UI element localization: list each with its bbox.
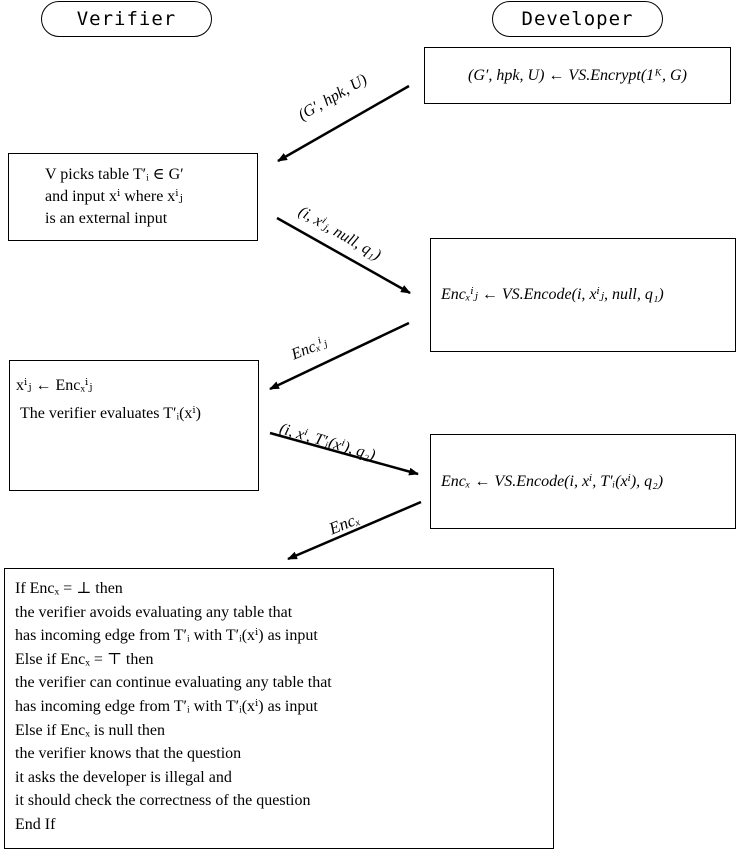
decision-line-7: Else if Encₓ is null then — [15, 721, 165, 739]
encrypt-formula: (G′, hpk, U) ← VS.Encrypt(1ᴷ, G) — [468, 66, 687, 84]
arrow-encode2-to-decision — [287, 500, 422, 561]
decision-line-2: the verifier avoids evaluating any table… — [15, 603, 293, 621]
developer-role-label: Developer — [492, 1, 663, 37]
pick-table-line-1: V picks table T′ᵢ ∈ G′ — [45, 166, 184, 183]
decision-line-6: has incoming edge from T′ᵢ with T′ᵢ(xⁱ) … — [15, 697, 318, 715]
arrow-pick-to-encode1 — [276, 216, 411, 295]
decision-line-1: If Encₓ = ⊥ then — [15, 580, 123, 597]
encode1-box: Encₓⁱⱼ ← VS.Encode(i, xⁱⱼ, null, q₁) — [430, 238, 736, 352]
arrow-encode1-to-evaluate — [269, 321, 410, 391]
evaluate-box: xⁱⱼ ← Encₓⁱⱼ The verifier evaluates T′ᵢ(… — [9, 360, 259, 491]
arrow-evaluate-to-encode2 — [269, 431, 419, 476]
arrow-encrypt-to-pick — [277, 84, 410, 163]
pick-table-line-3: is an external input — [45, 210, 168, 227]
decision-line-11: End If — [15, 815, 56, 833]
encode2-box: Encₓ ← VS.Encode(i, xⁱ, T′ᵢ(xⁱ), q₂) — [430, 434, 736, 529]
decision-line-8: the verifier knows that the question — [15, 745, 242, 763]
pick-table-box: V picks table T′ᵢ ∈ G′ and input xⁱ wher… — [8, 153, 258, 241]
encrypt-box: (G′, hpk, U) ← VS.Encrypt(1ᴷ, G) — [424, 47, 731, 104]
evaluate-line-2: The verifier evaluates T′ᵢ(xⁱ) — [20, 405, 201, 422]
decision-line-4: Else if Encₓ = ⊤ then — [15, 650, 154, 668]
encode1-formula: Encₓⁱⱼ ← VS.Encode(i, xⁱⱼ, null, q₁) — [441, 286, 664, 303]
pick-table-line-2: and input xⁱ where xⁱⱼ — [45, 188, 183, 205]
decision-line-5: the verifier can continue evaluating any… — [15, 674, 332, 692]
encode2-formula: Encₓ ← VS.Encode(i, xⁱ, T′ᵢ(xⁱ), q₂) — [441, 472, 664, 490]
decision-line-10: it should check the correctness of the q… — [15, 792, 311, 810]
decision-line-9: it asks the developer is illegal and — [15, 768, 232, 786]
decision-line-3: has incoming edge from T′ᵢ with T′ᵢ(xⁱ) … — [15, 627, 318, 645]
decision-box: If Encₓ = ⊥ then the verifier avoids eva… — [4, 568, 554, 849]
verifier-role-label: Verifier — [41, 1, 212, 37]
evaluate-line-1: xⁱⱼ ← Encₓⁱⱼ — [16, 377, 93, 394]
